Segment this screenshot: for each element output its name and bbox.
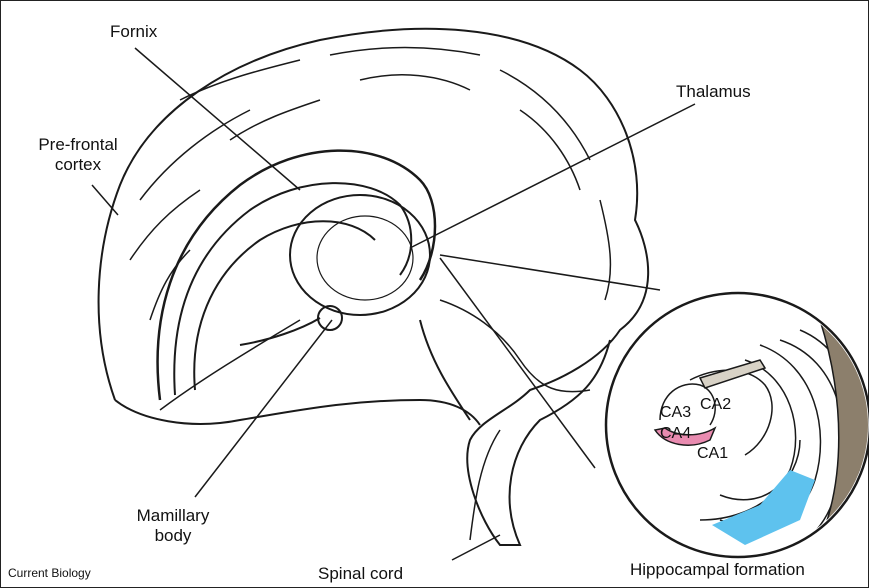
spinal-cord-label: Spinal cord [318,564,403,584]
prefrontal-label-line2: cortex [26,155,130,175]
ca2-label: CA2 [700,396,731,414]
mamillary-label-line2: body [118,526,228,546]
ca3-label: CA3 [660,404,691,422]
leader-lines [92,48,695,560]
prefrontal-label: Pre-frontal cortex [26,135,130,175]
prefrontal-label-line1: Pre-frontal [26,135,130,155]
fornix-leader [135,48,300,190]
fornix-label: Fornix [110,22,157,42]
brain-illustration [99,29,649,545]
mamillary-label-line1: Mamillary [118,506,228,526]
ca1-label: CA1 [697,445,728,463]
zoom-line-top [440,255,660,290]
thalamus-leader [410,104,695,248]
spinal-leader [452,535,500,560]
credit-text: Current Biology [8,566,91,580]
ca4-label: CA4 [660,425,691,443]
hippocampal-label: Hippocampal formation [630,560,805,580]
zoom-line-bottom [440,258,595,468]
thalamus-label: Thalamus [676,82,751,102]
mamillary-label: Mamillary body [118,506,228,546]
hippocampal-inset [606,293,869,575]
